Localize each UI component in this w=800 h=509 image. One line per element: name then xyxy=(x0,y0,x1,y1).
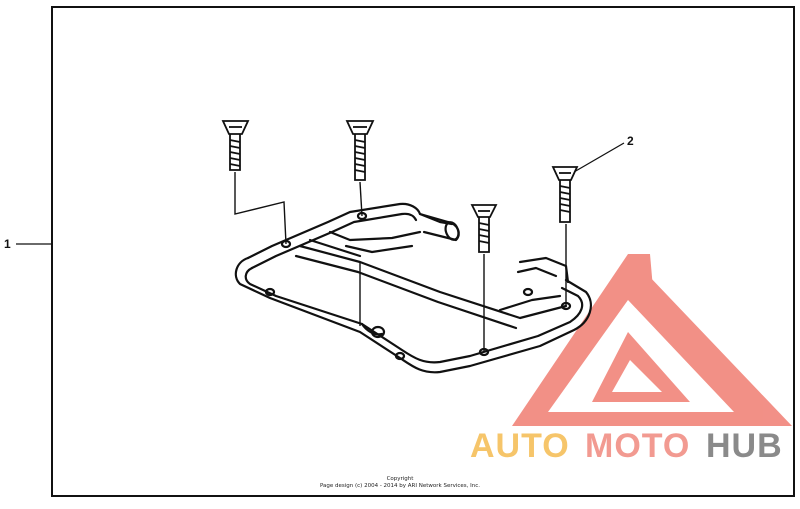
copyright-line-2: Page design (c) 2004 - 2014 by ARI Netwo… xyxy=(320,483,480,489)
watermark-triangle-notch xyxy=(628,254,654,300)
screw-4 xyxy=(551,166,579,306)
callout-2-leader xyxy=(573,142,625,173)
watermark-word-hub: HUB xyxy=(706,427,783,465)
callout-2-label: 2 xyxy=(627,134,634,148)
copyright-block: Copyright Page design (c) 2004 - 2014 by… xyxy=(320,476,480,489)
copyright-line-1: Copyright xyxy=(387,476,415,482)
callout-2[interactable]: 2 xyxy=(573,134,634,173)
watermark-word-moto: MOTO xyxy=(585,427,690,465)
watermark-text: AUTO MOTO HUB xyxy=(470,427,783,465)
diagram-frame xyxy=(51,6,795,497)
watermark-triangle-outer xyxy=(512,254,792,426)
watermark-logo xyxy=(512,254,792,426)
carrier-rack xyxy=(234,202,592,374)
screw-3 xyxy=(470,204,498,352)
callout-1-label: 1 xyxy=(4,237,11,251)
callout-1[interactable]: 1 xyxy=(4,237,52,251)
screw-1 xyxy=(221,120,287,245)
screw-2 xyxy=(345,120,375,326)
watermark-word-auto: AUTO xyxy=(470,427,570,465)
watermark-triangle-inner xyxy=(592,332,690,402)
